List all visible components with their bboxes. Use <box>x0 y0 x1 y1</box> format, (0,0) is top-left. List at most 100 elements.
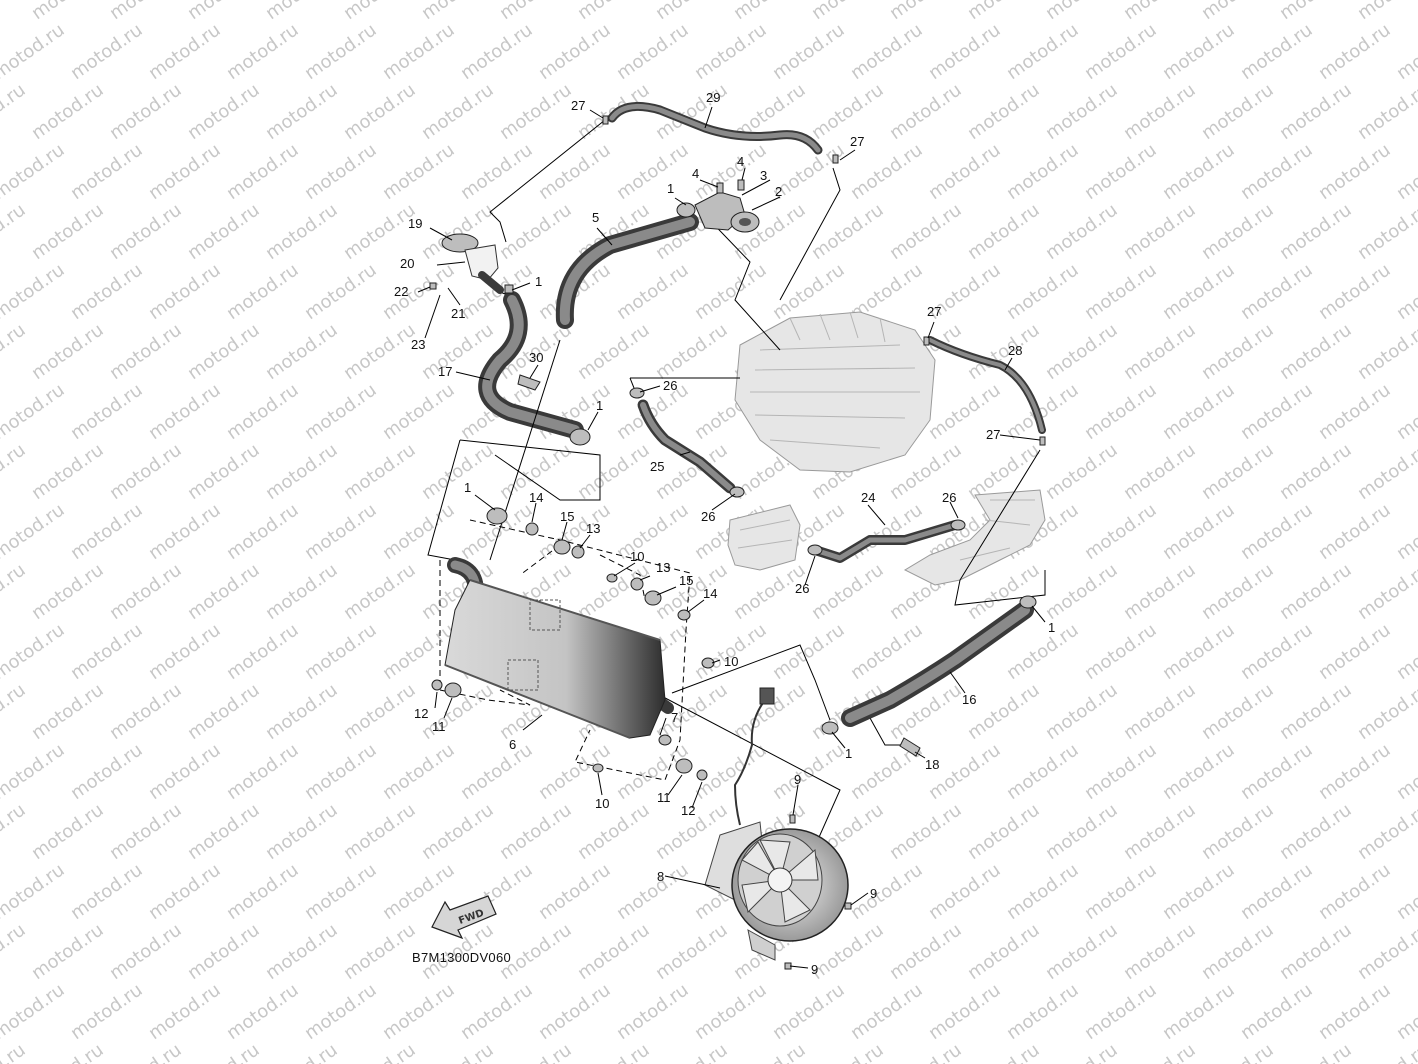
watermark-text: motod.ru <box>106 320 186 385</box>
callout-27: 27 <box>850 134 864 149</box>
watermark-text: motod.ru <box>1081 860 1161 925</box>
watermark-text: motod.ru <box>67 380 147 445</box>
watermark-text: motod.ru <box>730 0 810 24</box>
watermark-text: motod.ru <box>1081 980 1161 1045</box>
watermark-text: motod.ru <box>184 320 264 385</box>
watermark-text: motod.ru <box>769 980 849 1045</box>
watermark-text: motod.ru <box>379 620 459 685</box>
callout-9: 9 <box>811 962 818 977</box>
watermark-text: motod.ru <box>1354 560 1418 625</box>
watermark-text: motod.ru <box>340 0 420 24</box>
callout-14: 14 <box>529 490 543 505</box>
watermark-text: motod.ru <box>691 140 771 205</box>
watermark-text: motod.ru <box>574 0 654 24</box>
watermark-text: motod.ru <box>106 200 186 265</box>
watermark-text: motod.ru <box>1120 200 1200 265</box>
watermark-text: motod.ru <box>769 740 849 805</box>
watermark-text: motod.ru <box>1159 140 1239 205</box>
watermark-text: motod.ru <box>847 20 927 85</box>
watermark-text: motod.ru <box>613 500 693 565</box>
radiator-cap <box>441 233 504 294</box>
watermark-text: motod.ru <box>262 440 342 505</box>
watermark-text: motod.ru <box>223 140 303 205</box>
watermark-text: motod.ru <box>1315 380 1395 445</box>
watermark-text: motod.ru <box>262 560 342 625</box>
watermark-text: motod.ru <box>1393 860 1418 925</box>
watermark-text: motod.ru <box>1003 620 1083 685</box>
watermark-text: motod.ru <box>106 920 186 985</box>
watermark-text: motod.ru <box>184 920 264 985</box>
callout-27: 27 <box>927 304 941 319</box>
watermark-text: motod.ru <box>340 200 420 265</box>
callout-25: 25 <box>650 459 664 474</box>
watermark-text: motod.ru <box>145 260 225 325</box>
watermark-text: motod.ru <box>1159 740 1239 805</box>
callout-24: 24 <box>861 490 875 505</box>
watermark-text: motod.ru <box>28 320 108 385</box>
watermark-text: motod.ru <box>1315 140 1395 205</box>
watermark-text: motod.ru <box>28 560 108 625</box>
watermark-text: motod.ru <box>184 1040 264 1064</box>
watermark-text: motod.ru <box>1003 20 1083 85</box>
engine-block-ghost <box>734 311 936 473</box>
watermark-text: motod.ru <box>184 200 264 265</box>
watermark-text: motod.ru <box>301 140 381 205</box>
watermark-text: motod.ru <box>418 800 498 865</box>
watermark-text: motod.ru <box>340 560 420 625</box>
watermark-text: motod.ru <box>106 80 186 145</box>
callout-1: 1 <box>667 181 674 196</box>
watermark-text: motod.ru <box>925 140 1005 205</box>
watermark-text: motod.ru <box>1198 320 1278 385</box>
callout-1: 1 <box>464 480 471 495</box>
watermark-text: motod.ru <box>1198 920 1278 985</box>
watermark-text: motod.ru <box>28 1040 108 1064</box>
watermark-text: motod.ru <box>0 1040 30 1064</box>
watermark-text: motod.ru <box>1354 680 1418 745</box>
watermark-text: motod.ru <box>1042 560 1122 625</box>
watermark-text: motod.ru <box>1198 80 1278 145</box>
watermark-text: motod.ru <box>574 440 654 505</box>
watermark-text: motod.ru <box>1315 980 1395 1045</box>
callout-22: 22 <box>394 284 408 299</box>
watermark-text: motod.ru <box>223 260 303 325</box>
watermark-text: motod.ru <box>301 500 381 565</box>
watermark-text: motod.ru <box>106 1040 186 1064</box>
watermark-text: motod.ru <box>964 80 1044 145</box>
watermark-text: motod.ru <box>691 980 771 1045</box>
watermark-text: motod.ru <box>847 860 927 925</box>
watermark-text: motod.ru <box>964 920 1044 985</box>
watermark-text: motod.ru <box>379 740 459 805</box>
callout-19: 19 <box>408 216 422 231</box>
watermark-text: motod.ru <box>1276 80 1356 145</box>
watermark-text: motod.ru <box>847 620 927 685</box>
watermark-text: motod.ru <box>67 260 147 325</box>
watermark-text: motod.ru <box>691 620 771 685</box>
watermark-text: motod.ru <box>0 560 30 625</box>
callout-9: 9 <box>794 772 801 787</box>
watermark-text: motod.ru <box>1003 140 1083 205</box>
watermark-text: motod.ru <box>1198 440 1278 505</box>
watermark-text: motod.ru <box>184 560 264 625</box>
watermark-text: motod.ru <box>1120 440 1200 505</box>
watermark-text: motod.ru <box>0 860 69 925</box>
watermark-text: motod.ru <box>223 740 303 805</box>
watermark-text: motod.ru <box>301 740 381 805</box>
callout-30: 30 <box>529 350 543 365</box>
watermark-text: motod.ru <box>1120 560 1200 625</box>
watermark-text: motod.ru <box>184 0 264 24</box>
watermark-text: motod.ru <box>691 260 771 325</box>
watermark-text: motod.ru <box>0 500 69 565</box>
watermark-text: motod.ru <box>184 440 264 505</box>
watermark-text: motod.ru <box>1081 740 1161 805</box>
watermark-text: motod.ru <box>1081 500 1161 565</box>
watermark-text: motod.ru <box>379 980 459 1045</box>
watermark-text: motod.ru <box>1276 800 1356 865</box>
watermark-text: motod.ru <box>418 0 498 24</box>
watermark-text: motod.ru <box>67 860 147 925</box>
watermark-text: motod.ru <box>184 800 264 865</box>
watermark-text: motod.ru <box>1237 380 1317 445</box>
watermark-text: motod.ru <box>1237 500 1317 565</box>
watermark-text: motod.ru <box>1354 80 1418 145</box>
